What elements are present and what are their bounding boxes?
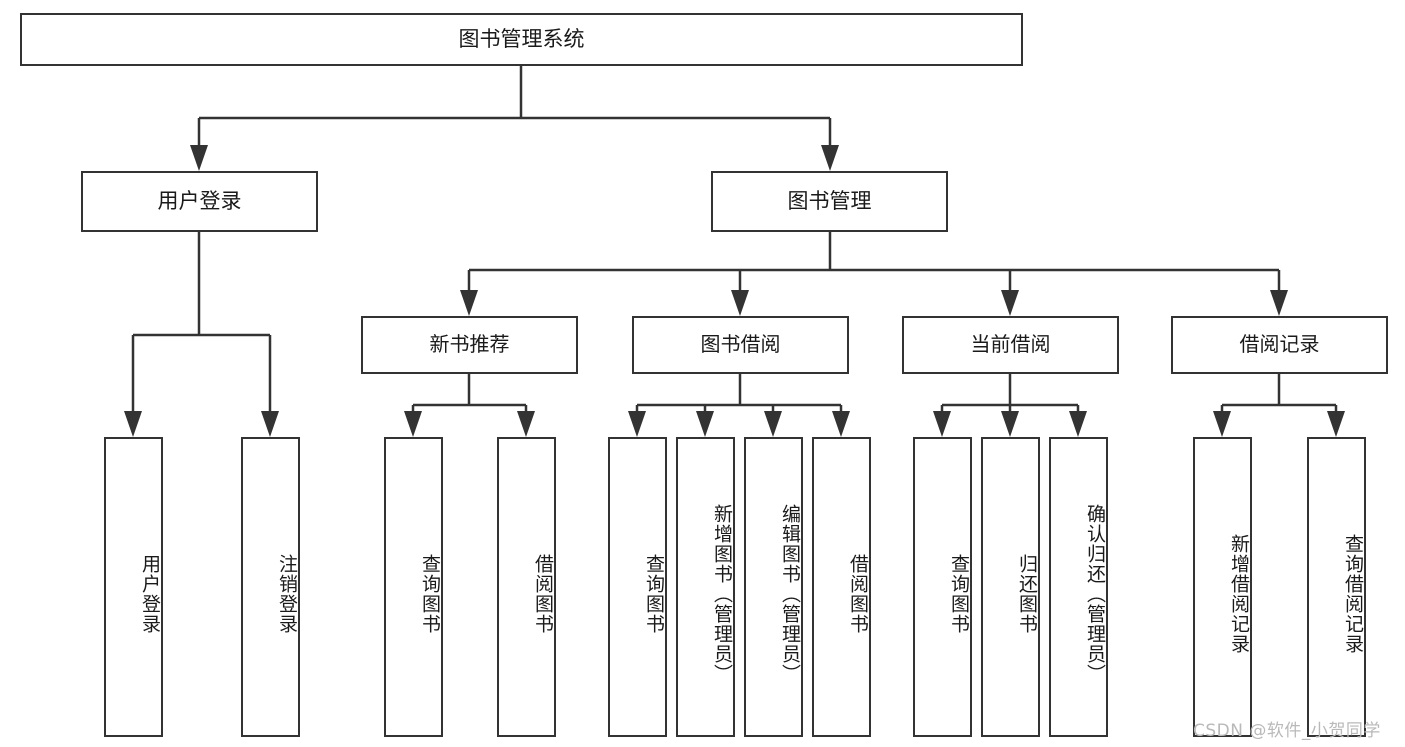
watermark-text: CSDN @软件_小贺同学 (1193, 721, 1381, 741)
arrow-book-mgmt (821, 145, 839, 171)
node-borrow-record-label: 借阅记录 (1239, 332, 1320, 357)
node-user-login-label: 用户登录 (157, 189, 242, 214)
leaf-newbook-borrow-book[interactable]: 借阅图书 (497, 437, 556, 737)
leaf-current-query-book[interactable]: 查询图书 (913, 437, 972, 737)
leaf-current-query-book-label: 查询图书 (948, 554, 970, 634)
node-borrow-record[interactable]: 借阅记录 (1171, 316, 1388, 374)
leaf-borrow-query-book-label: 查询图书 (643, 554, 665, 634)
node-book-management-label: 图书管理 (787, 189, 872, 214)
arrow-bb4 (832, 411, 850, 437)
arrow-l3-3 (1001, 290, 1019, 316)
arrow-bb1 (628, 411, 646, 437)
leaf-user-logout-label: 注销登录 (276, 554, 298, 634)
node-current-borrow-label: 当前借阅 (970, 332, 1051, 357)
arrow-leaf-u1 (124, 411, 142, 437)
leaf-current-confirm-return-label: 确认归还（管理员） (1084, 504, 1106, 684)
leaf-user-logout[interactable]: 注销登录 (241, 437, 300, 737)
node-user-login[interactable]: 用户登录 (81, 171, 318, 232)
leaf-current-confirm-return[interactable]: 确认归还（管理员） (1049, 437, 1108, 737)
leaf-borrow-borrow-book[interactable]: 借阅图书 (812, 437, 871, 737)
leaf-newbook-query-book[interactable]: 查询图书 (384, 437, 443, 737)
leaf-borrow-edit-book-label: 编辑图书（管理员） (779, 504, 801, 684)
arrow-l3-2 (731, 290, 749, 316)
arrow-cb2 (1001, 411, 1019, 437)
arrow-cb3 (1069, 411, 1087, 437)
leaf-user-login-label: 用户登录 (139, 554, 161, 634)
leaf-borrow-borrow-book-label: 借阅图书 (847, 554, 869, 634)
leaf-borrow-add-book-label: 新增图书（管理员） (711, 504, 733, 684)
arrow-leaf-u2 (261, 411, 279, 437)
leaf-record-query-record[interactable]: 查询借阅记录 (1307, 437, 1366, 737)
leaf-newbook-borrow-book-label: 借阅图书 (532, 554, 554, 634)
leaf-record-query-record-label: 查询借阅记录 (1342, 534, 1364, 654)
arrow-bb2 (696, 411, 714, 437)
arrow-rb2 (1327, 411, 1345, 437)
node-current-borrow[interactable]: 当前借阅 (902, 316, 1119, 374)
node-book-borrow-label: 图书借阅 (700, 332, 781, 357)
arrow-cb1 (933, 411, 951, 437)
leaf-record-add-record[interactable]: 新增借阅记录 (1193, 437, 1252, 737)
leaf-current-return-book[interactable]: 归还图书 (981, 437, 1040, 737)
leaf-borrow-query-book[interactable]: 查询图书 (608, 437, 667, 737)
leaf-current-return-book-label: 归还图书 (1016, 554, 1038, 634)
arrow-user-login (190, 145, 208, 171)
node-new-book-recommend[interactable]: 新书推荐 (361, 316, 578, 374)
arrow-l3-1 (460, 290, 478, 316)
arrow-nb2 (517, 411, 535, 437)
arrow-bb3 (764, 411, 782, 437)
leaf-borrow-add-book[interactable]: 新增图书（管理员） (676, 437, 735, 737)
node-root-label: 图书管理系统 (458, 27, 585, 52)
arrow-rb1 (1213, 411, 1231, 437)
node-book-borrow[interactable]: 图书借阅 (632, 316, 849, 374)
leaf-borrow-edit-book[interactable]: 编辑图书（管理员） (744, 437, 803, 737)
leaf-user-login[interactable]: 用户登录 (104, 437, 163, 737)
node-new-book-recommend-label: 新书推荐 (429, 332, 510, 357)
node-root-system[interactable]: 图书管理系统 (20, 13, 1023, 66)
leaf-record-add-record-label: 新增借阅记录 (1228, 534, 1250, 654)
node-book-management[interactable]: 图书管理 (711, 171, 948, 232)
arrow-l3-4 (1270, 290, 1288, 316)
arrow-nb1 (404, 411, 422, 437)
leaf-newbook-query-book-label: 查询图书 (419, 554, 441, 634)
